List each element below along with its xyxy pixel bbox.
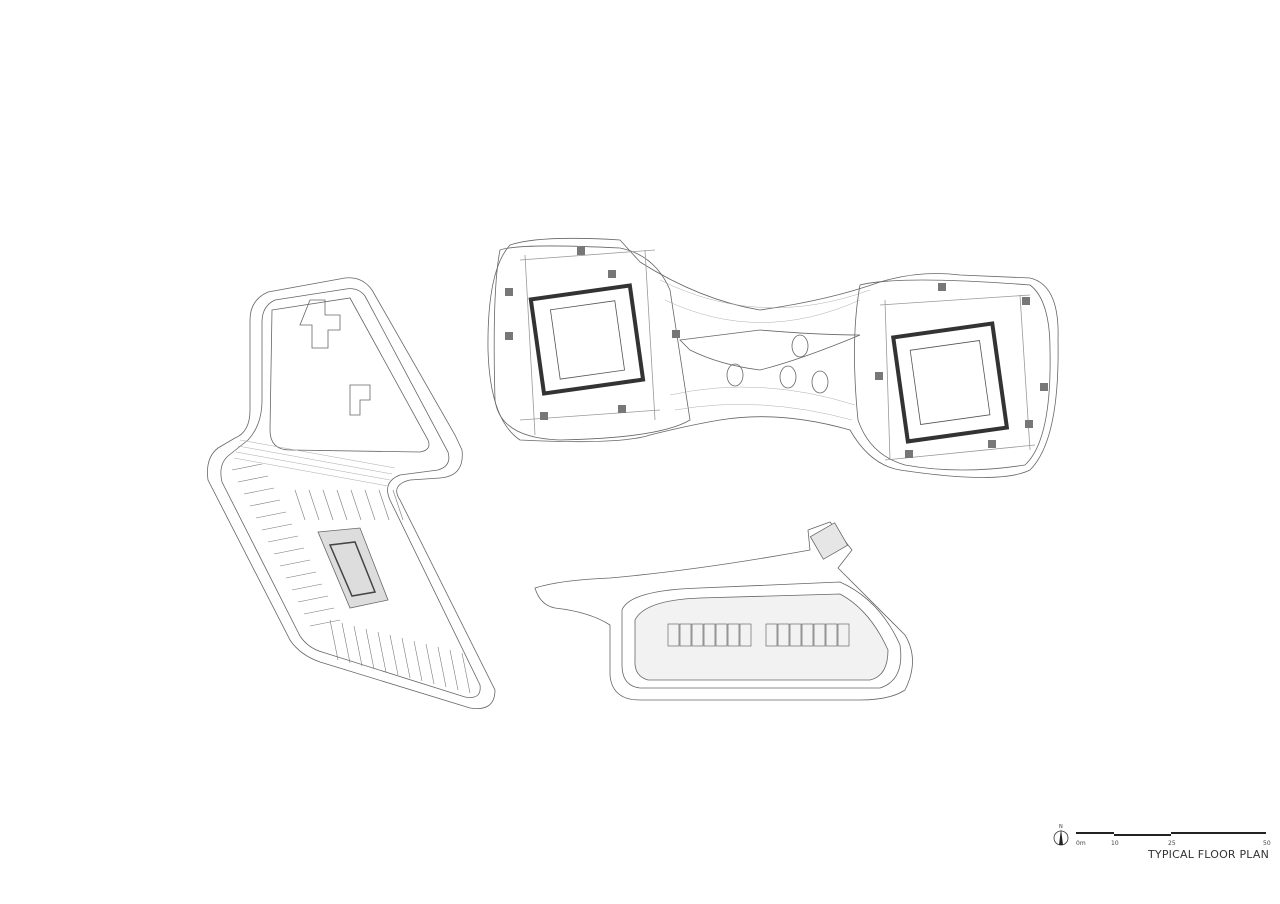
scale-segment [1076, 832, 1114, 834]
right-tower-core [879, 294, 1036, 461]
unit-cell [667, 623, 680, 647]
plaza-stair-hatch [233, 439, 396, 487]
scale-tick-label: 10 [1111, 840, 1119, 847]
parking-stall-line [308, 489, 320, 521]
parking-stall-line [291, 583, 323, 591]
parking-stall-line [378, 489, 390, 521]
scale-segment [1171, 832, 1266, 834]
parking-stalls [231, 463, 471, 694]
parking-stall-line [437, 646, 447, 688]
scale-tick-label: 0m [1076, 840, 1086, 847]
parking-stall-line [255, 511, 287, 519]
parking-stall-line [294, 489, 306, 521]
unit-cell [801, 623, 814, 647]
scale-tick-label: 50 [1263, 840, 1271, 847]
unit-cell [715, 623, 728, 647]
north-label: N [1059, 824, 1063, 830]
unit-cell [789, 623, 802, 647]
parking-stall-line [377, 631, 387, 673]
unit-cell [727, 623, 740, 647]
unit-cell [739, 623, 752, 647]
unit-cell [703, 623, 716, 647]
parking-stall-line [389, 634, 399, 676]
parking-stall-line [267, 535, 299, 543]
parking-stall-line [231, 463, 263, 471]
parking-stall-line [425, 643, 435, 685]
parking-stall-line [279, 559, 311, 567]
parking-stall-line [350, 489, 362, 521]
parking-stall-line [261, 523, 293, 531]
bottom-building-plan [534, 521, 913, 701]
parking-stall-line [449, 649, 459, 691]
columns [505, 247, 1048, 458]
unit-cell [825, 623, 838, 647]
scale-tick-label: 25 [1168, 840, 1176, 847]
scale-segment [1114, 834, 1171, 836]
parking-stall-line [322, 489, 334, 521]
unit-cell [777, 623, 790, 647]
unit-cell [691, 623, 704, 647]
parking-stall-line [285, 571, 317, 579]
parking-stall-line [237, 475, 269, 483]
parking-stall-line [392, 489, 404, 521]
parking-stall-line [353, 625, 363, 667]
parking-stall-line [243, 487, 275, 495]
parking-stall-line [297, 595, 329, 603]
parking-stall-line [336, 489, 348, 521]
parking-stall-line [329, 619, 339, 661]
parking-stall-line [309, 619, 341, 627]
parking-stall-line [413, 640, 423, 682]
parking-stall-line [401, 637, 411, 679]
unit-grid [667, 623, 850, 647]
parking-stall-line [303, 607, 335, 615]
parking-stall-line [364, 489, 376, 521]
scale-bar: N 0m 10 25 50 [1053, 824, 1271, 847]
unit-cell [765, 623, 778, 647]
parking-stall-line [461, 652, 471, 694]
parking-stall-line [249, 499, 281, 507]
left-building-plan [207, 277, 496, 709]
parking-stall-line [365, 628, 375, 670]
parking-stall-line [341, 622, 351, 664]
unit-cell [837, 623, 850, 647]
parking-stall-line [273, 547, 305, 555]
twin-tower-plan [487, 237, 1059, 478]
unit-cell [679, 623, 692, 647]
left-tower-core [519, 249, 661, 436]
drawing-title: TYPICAL FLOOR PLAN [1148, 848, 1270, 861]
bridge-deck-hatch [659, 279, 871, 421]
unit-cell [813, 623, 826, 647]
